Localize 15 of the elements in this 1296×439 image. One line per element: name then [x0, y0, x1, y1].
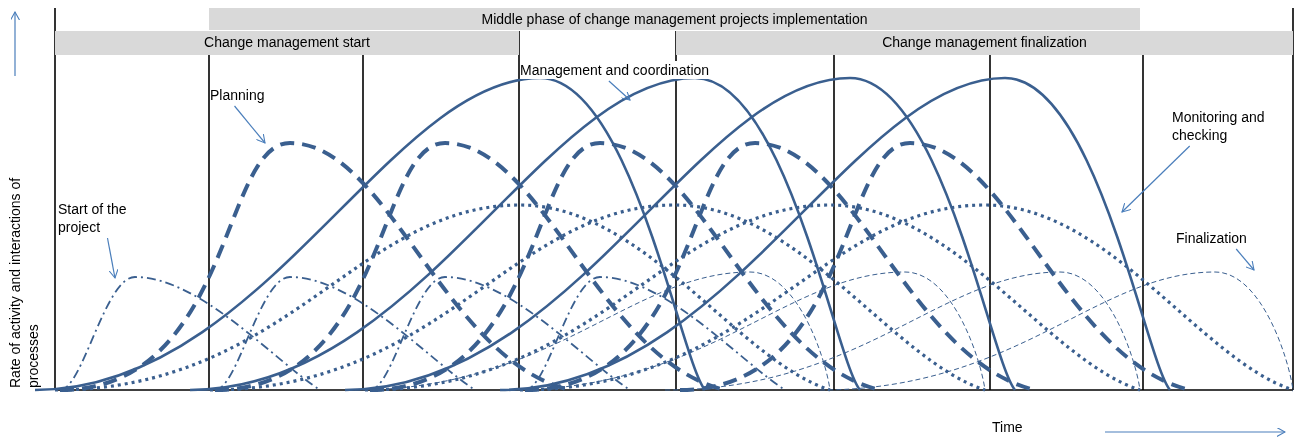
curve-label: Finalization	[1176, 229, 1247, 247]
curve-label: Monitoring and checking	[1172, 108, 1290, 144]
leader-line	[1235, 248, 1255, 271]
leader-line	[106, 237, 119, 279]
phase-band: Middle phase of change management projects implementation	[209, 8, 1140, 30]
curve-label: Management and coordination	[520, 61, 710, 79]
leader-line	[608, 80, 631, 101]
leader-line	[1121, 145, 1191, 213]
axis-label: Rate of activity and interactions of processes	[6, 176, 42, 388]
phase-band: Change management finalization	[676, 31, 1293, 55]
axis-label: Time	[992, 418, 1023, 436]
curve-label: Start of the project	[58, 200, 168, 236]
phase-band: Change management start	[55, 31, 519, 55]
leader-line	[233, 105, 266, 144]
curve-label: Planning	[210, 86, 265, 104]
